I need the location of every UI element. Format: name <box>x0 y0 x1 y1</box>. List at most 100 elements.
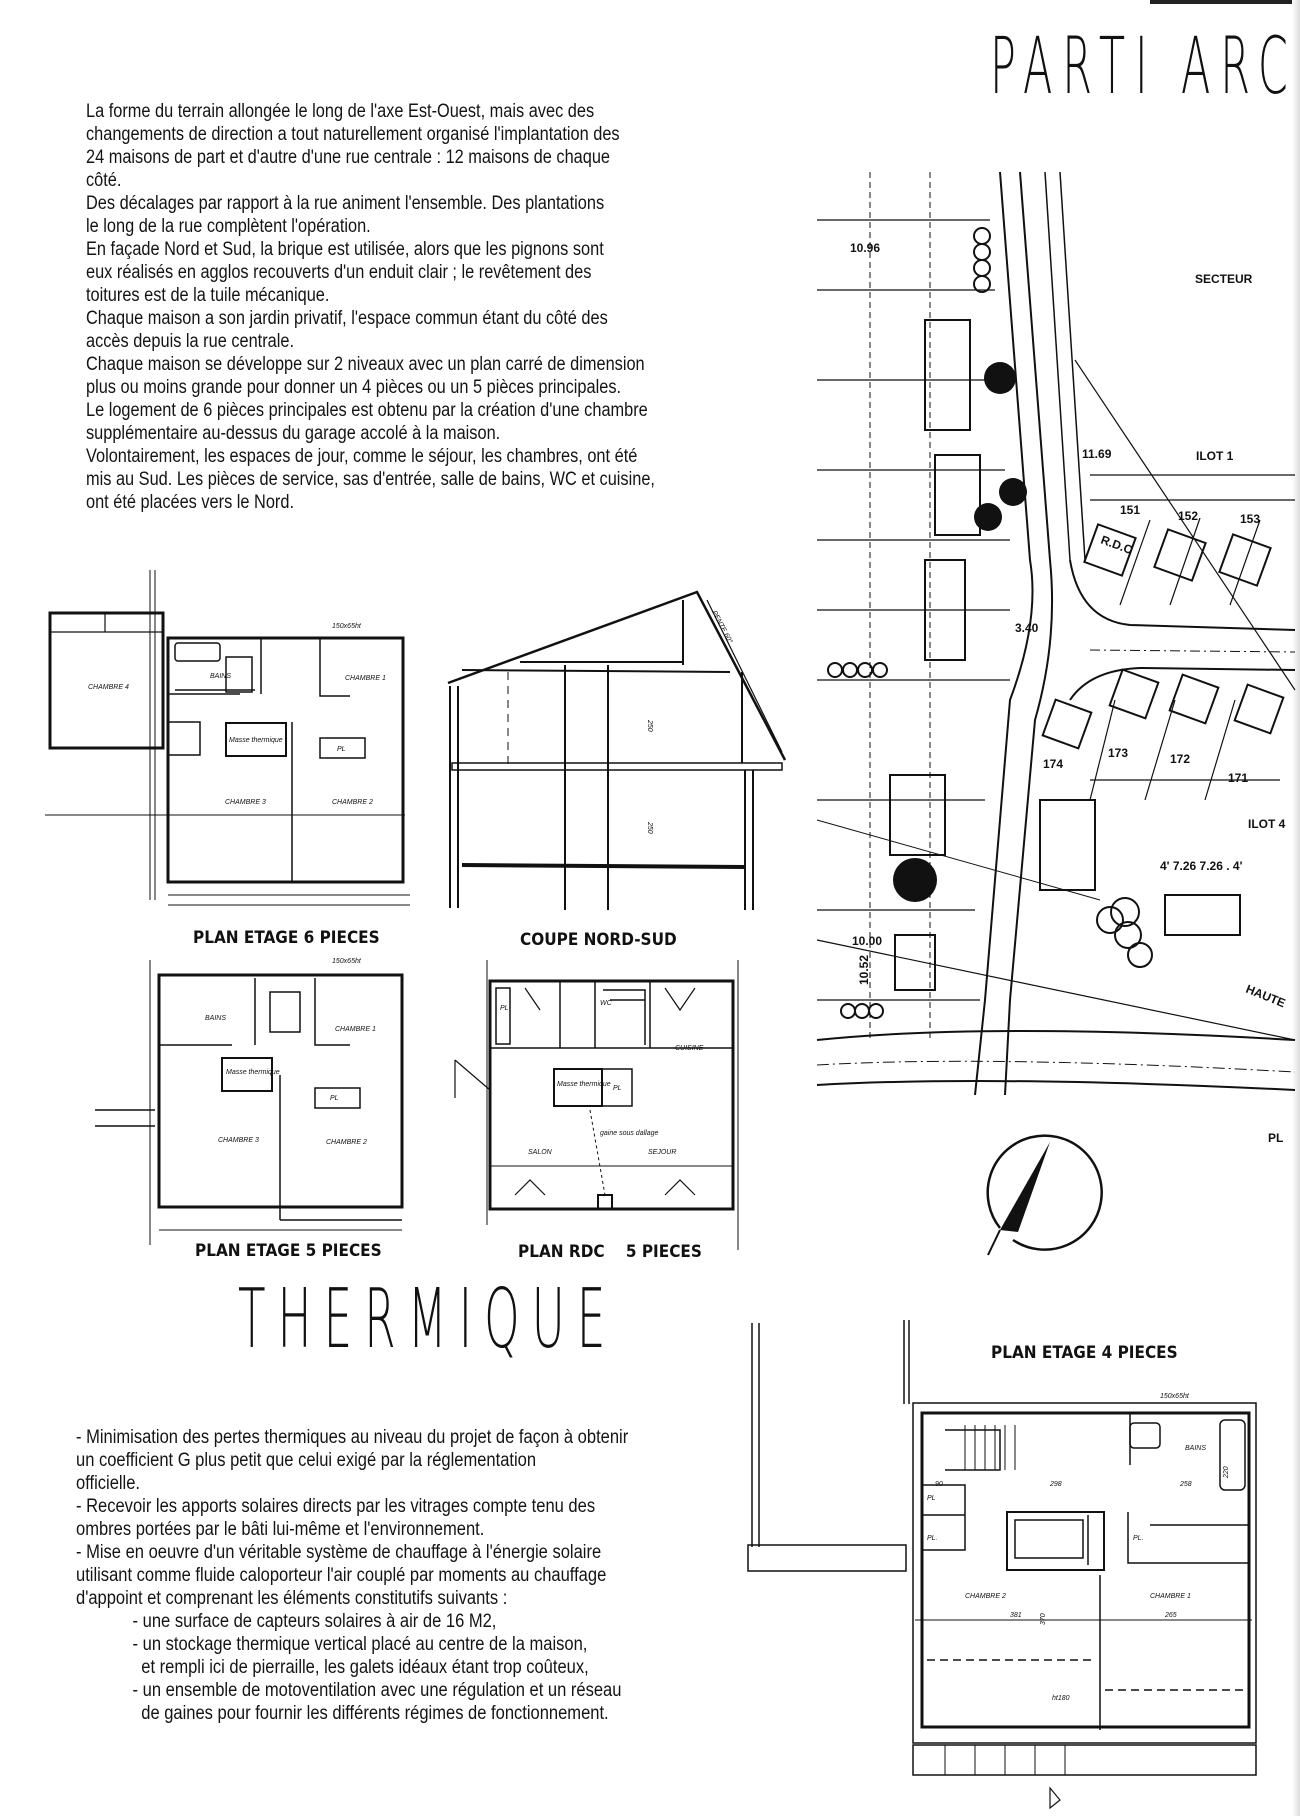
room-label: CHAMBRE 2 <box>965 1593 1006 1600</box>
tree-icons <box>893 362 1027 902</box>
ilot-1-label: ILOT 1 <box>1196 449 1234 463</box>
plan-etage-4-title: PLAN ETAGE 4 PIECES <box>991 1343 1178 1363</box>
plan-etage-5-labels: BAINS CHAMBRE 1 Masse thermique PL CHAMB… <box>195 958 382 1261</box>
room-label: CHAMBRE 3 <box>225 799 266 806</box>
dimension-label: 220 <box>1223 1466 1230 1479</box>
room-label: PL <box>500 1005 509 1012</box>
room-label: PL <box>927 1495 936 1502</box>
page-title: PARTI ARC <box>990 22 1298 112</box>
height-label: ht180 <box>1052 1695 1070 1702</box>
room-label: gaine sous dallage <box>600 1130 658 1137</box>
intro-line: accès depuis la rue centrale. <box>86 331 295 352</box>
ilot-4-label: ILOT 4 <box>1248 817 1286 831</box>
coupe-nord-sud-section <box>447 590 787 910</box>
room-label: CHAMBRE 1 <box>345 675 386 682</box>
lot-171: 171 <box>1228 771 1248 785</box>
plan-etage-6-title: PLAN ETAGE 6 PIECES <box>193 928 380 948</box>
room-label: BAINS <box>205 1015 226 1022</box>
intro-line: toitures est de la tuile mécanique. <box>86 285 330 306</box>
intro-line: mis au Sud. Les pièces de service, sas d… <box>86 469 655 490</box>
room-label: BAINS <box>210 673 231 680</box>
plan-etage-4-labels: PLAN ETAGE 4 PIECES 150x65ht BAINS PL PL… <box>927 1343 1230 1702</box>
dimension-label: 381 <box>1010 1612 1022 1619</box>
intro-line: En façade Nord et Sud, la brique est uti… <box>86 239 604 260</box>
thermique-line: de gaines pour fournir les différents ré… <box>141 1703 609 1724</box>
height-label: 250 <box>646 719 653 732</box>
dimension-label: 370 <box>1040 1613 1047 1625</box>
lot-174: 174 <box>1043 757 1063 771</box>
lot-173: 173 <box>1108 746 1128 760</box>
dimension-label: 10.52 <box>857 955 871 985</box>
intro-line: Chaque maison a son jardin privatif, l'e… <box>86 308 608 329</box>
intro-line: eux réalisés en agglos recouverts d'un e… <box>86 262 592 283</box>
intro-line: La forme du terrain allongée le long de … <box>86 101 595 122</box>
adjacent-garage-outline <box>747 1320 910 1572</box>
intro-line: le long de la rue complètent l'opération… <box>86 216 371 237</box>
room-label: PL <box>330 1095 339 1102</box>
lot-172: 172 <box>1170 752 1190 766</box>
thermique-line: - Minimisation des pertes thermiques au … <box>76 1427 629 1448</box>
coupe-title: COUPE NORD-SUD <box>520 930 677 950</box>
dimension-label: 150x65ht <box>1160 1393 1190 1400</box>
street-name-label: HAUTE <box>1244 982 1288 1010</box>
room-label: Masse thermique <box>229 737 283 744</box>
north-arrow-icon <box>986 1134 1103 1256</box>
intro-line: 24 maisons de part et d'autre d'une rue … <box>86 147 611 168</box>
height-label: 250 <box>646 821 653 834</box>
dimension-label: 298 <box>1049 1481 1062 1488</box>
intro-line: Chaque maison se développe sur 2 niveaux… <box>86 354 645 375</box>
site-map-labels: SECTEUR ILOT 1 ILOT 4 151 152 153 171 17… <box>850 241 1287 1145</box>
room-label: CHAMBRE 1 <box>1150 1593 1191 1600</box>
lot-151: 151 <box>1120 503 1140 517</box>
intro-line: Le logement de 6 pièces principales est … <box>86 400 648 421</box>
scan-page-edge <box>1292 0 1300 1816</box>
room-label: PL <box>337 746 346 753</box>
room-label: WC <box>600 1000 613 1007</box>
intro-line: changements de direction a tout naturell… <box>86 124 620 145</box>
room-label: CUISINE <box>675 1045 704 1052</box>
room-label: SEJOUR <box>648 1149 676 1156</box>
lot-153: 153 <box>1240 512 1260 526</box>
thermique-line: un coefficient G plus petit que celui ex… <box>76 1450 537 1471</box>
thermique-line: ombres portées par le bâti lui-même et l… <box>76 1519 485 1540</box>
thermique-line: - Mise en oeuvre d'un véritable système … <box>76 1542 602 1563</box>
thermique-line: - un stockage thermique vertical placé a… <box>132 1634 588 1655</box>
dimension-label: 150x65ht <box>332 623 362 630</box>
lot-152: 152 <box>1178 509 1198 523</box>
room-label: BAINS <box>1185 1445 1206 1452</box>
room-label: PL. <box>1133 1535 1144 1542</box>
intro-line: supplémentaire au-dessus du garage accol… <box>86 423 501 444</box>
scan-edge-mark <box>1150 0 1300 4</box>
dimension-label: 4' 7.26 7.26 . 4' <box>1160 859 1243 873</box>
dimension-label: 150x65ht <box>332 958 362 965</box>
thermique-line: d'appoint et comprenant les éléments con… <box>76 1588 508 1609</box>
room-label: CHAMBRE 3 <box>218 1137 259 1144</box>
room-label: PL. <box>927 1535 938 1542</box>
thermique-line: - un ensemble de motoventilation avec un… <box>132 1680 622 1701</box>
dimension-label: 10.00 <box>852 934 882 948</box>
plan-rdc-title: PLAN RDC 5 PIECES <box>518 1242 702 1262</box>
intro-paragraph: La forme du terrain allongée le long de … <box>86 100 655 514</box>
thermique-line: et rempli ici de pierraille, les galets … <box>141 1657 589 1678</box>
intro-line: ont été placées vers le Nord. <box>86 492 294 513</box>
room-label: CHAMBRE 2 <box>326 1139 367 1146</box>
coupe-labels: 250 250 PENTE 60° COUPE NORD-SUD <box>520 609 734 950</box>
dimension-label: 90 <box>935 1481 943 1488</box>
plan-etage-4-pieces <box>912 1402 1257 1810</box>
dimension-label: 3.40 <box>1015 621 1039 635</box>
dimension-label: 265 <box>1164 1612 1177 1619</box>
thermique-line: officielle. <box>76 1473 141 1494</box>
dimension-label: 258 <box>1179 1481 1192 1488</box>
room-label: PL <box>613 1085 622 1092</box>
plan-etage-5-title: PLAN ETAGE 5 PIECES <box>195 1241 382 1261</box>
room-label: Masse thermique <box>557 1081 611 1088</box>
room-label: SALON <box>528 1149 553 1156</box>
thermique-line: - une surface de capteurs solaires à air… <box>132 1611 497 1632</box>
thermique-line: utilisant comme fluide caloporteur l'air… <box>76 1565 607 1586</box>
intro-line: Volontairement, les espaces de jour, com… <box>86 446 638 467</box>
intro-line: Des décalages par rapport à la rue anime… <box>86 193 605 214</box>
plan-etage-6-labels: CHAMBRE 4 CHAMBRE 1 BAINS CHAMBRE 3 CHAM… <box>88 623 386 948</box>
plan-etage-6-pieces <box>45 570 410 906</box>
room-label: CHAMBRE 1 <box>335 1026 376 1033</box>
